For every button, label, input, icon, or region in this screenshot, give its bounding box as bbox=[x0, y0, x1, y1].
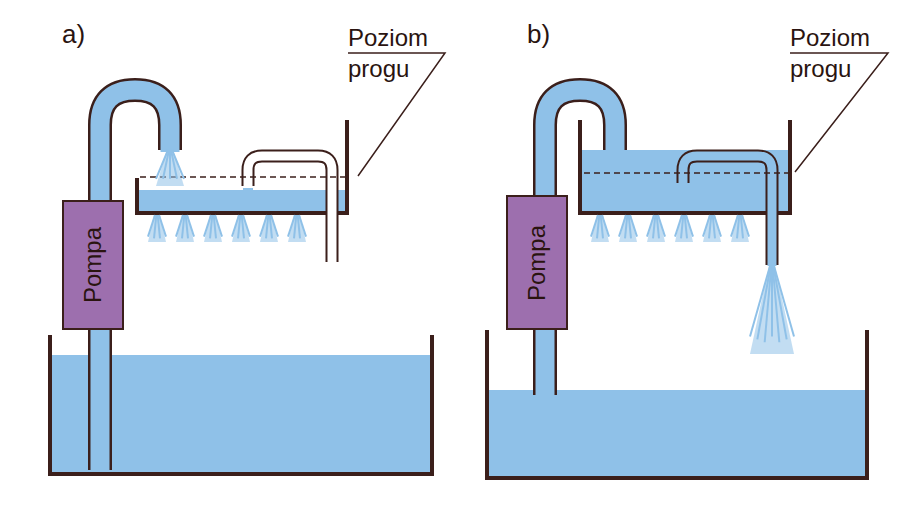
siphon-inlet bbox=[243, 188, 253, 191]
spray-jet bbox=[686, 215, 693, 237]
spray-cone bbox=[204, 215, 222, 242]
spray bbox=[619, 215, 637, 242]
spray-jet bbox=[709, 215, 711, 238]
spray bbox=[176, 215, 194, 242]
spray-cone bbox=[703, 215, 721, 242]
spray-jet bbox=[187, 215, 194, 237]
pump-box: Pompa bbox=[62, 200, 124, 330]
water-sprays bbox=[148, 150, 794, 354]
spray-cone bbox=[591, 215, 609, 242]
spray-jet bbox=[154, 215, 156, 238]
spray-jet bbox=[215, 215, 222, 237]
spray-cone bbox=[148, 215, 166, 242]
spray-cone bbox=[731, 215, 749, 242]
spray-jet bbox=[243, 215, 250, 237]
spray bbox=[260, 215, 278, 242]
spray-jet bbox=[182, 215, 184, 238]
spray bbox=[232, 215, 250, 242]
trough-water bbox=[137, 190, 345, 211]
siphon-outline bbox=[248, 156, 332, 262]
pump-label: Pompa bbox=[523, 224, 551, 300]
spray-jet bbox=[681, 215, 683, 238]
spray-jet bbox=[597, 215, 599, 238]
spray-cone bbox=[232, 215, 250, 242]
spray bbox=[731, 215, 749, 242]
spray bbox=[591, 215, 609, 242]
spray-cone bbox=[260, 215, 278, 242]
pump-label: Pompa bbox=[79, 227, 107, 303]
spray-jet bbox=[625, 215, 627, 238]
spray-jet bbox=[774, 266, 794, 336]
spray-cone bbox=[675, 215, 693, 242]
spray-jet bbox=[172, 150, 184, 179]
spray-jet bbox=[159, 215, 166, 237]
spray-jet bbox=[658, 215, 665, 237]
siphon-empty bbox=[248, 156, 332, 263]
panel-label: b) bbox=[527, 18, 550, 52]
spray-jet bbox=[156, 150, 168, 179]
threshold-level bbox=[584, 172, 792, 174]
spray bbox=[675, 215, 693, 242]
spray-jet bbox=[742, 215, 749, 237]
spray-jet bbox=[294, 215, 296, 238]
spray-jet bbox=[737, 215, 739, 238]
spray-jet bbox=[210, 215, 212, 238]
spray-jet bbox=[630, 215, 637, 237]
spray bbox=[647, 215, 665, 242]
spray bbox=[288, 215, 306, 242]
spray-cone bbox=[156, 150, 184, 186]
spray bbox=[156, 150, 184, 186]
spray-jet bbox=[602, 215, 609, 237]
spray-cone bbox=[750, 266, 794, 354]
spray-jet bbox=[299, 215, 306, 237]
spray bbox=[750, 266, 794, 354]
spray-cone bbox=[647, 215, 665, 242]
spray-jet bbox=[266, 215, 268, 238]
spray-cone bbox=[619, 215, 637, 242]
spray-jet bbox=[169, 150, 171, 179]
spray-cone bbox=[176, 215, 194, 242]
panel-label: a) bbox=[62, 18, 85, 52]
spray-jet bbox=[238, 215, 240, 238]
spray bbox=[148, 215, 166, 242]
spray-cone bbox=[288, 215, 306, 242]
level-callout: Poziom progu bbox=[790, 22, 886, 84]
spray bbox=[204, 215, 222, 242]
spray bbox=[703, 215, 721, 242]
spray-jet bbox=[653, 215, 655, 238]
spray-jet bbox=[163, 150, 169, 179]
level-callout: Poziom progu bbox=[348, 22, 444, 84]
spray-jet bbox=[765, 266, 772, 342]
tank-water bbox=[489, 390, 865, 476]
spray-jet bbox=[714, 215, 721, 237]
pump-box: Pompa bbox=[506, 195, 568, 330]
spray-jet bbox=[271, 215, 278, 237]
